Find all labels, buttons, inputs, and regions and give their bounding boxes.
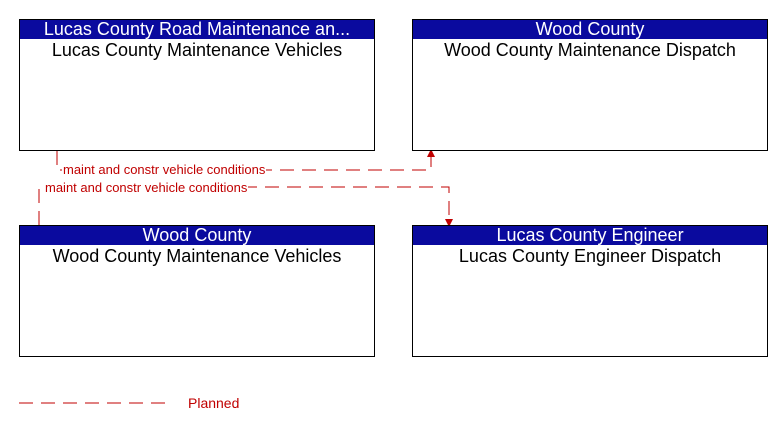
box-header: Wood County [413, 20, 767, 39]
wood-maintenance-dispatch-box[interactable]: Wood County Wood County Maintenance Disp… [412, 19, 768, 151]
box-header: Lucas County Engineer [413, 226, 767, 245]
lucas-engineer-dispatch-box[interactable]: Lucas County Engineer Lucas County Engin… [412, 225, 768, 357]
flow-label[interactable]: maint and constr vehicle conditions [44, 180, 249, 195]
box-title: Lucas County Engineer Dispatch [458, 246, 722, 266]
box-header: Wood County [20, 226, 374, 245]
box-title: Lucas County Maintenance Vehicles [51, 40, 343, 60]
wood-maintenance-vehicles-box[interactable]: Wood County Wood County Maintenance Vehi… [19, 225, 375, 357]
box-title: Wood County Maintenance Dispatch [444, 40, 736, 60]
flow-label[interactable]: maint and constr vehicle conditions [62, 162, 267, 177]
lucas-maintenance-vehicles-box[interactable]: Lucas County Road Maintenance an... Luca… [19, 19, 375, 151]
box-header: Lucas County Road Maintenance an... [20, 20, 374, 39]
legend-planned-label: Planned [188, 395, 240, 411]
box-title: Wood County Maintenance Vehicles [52, 246, 342, 266]
